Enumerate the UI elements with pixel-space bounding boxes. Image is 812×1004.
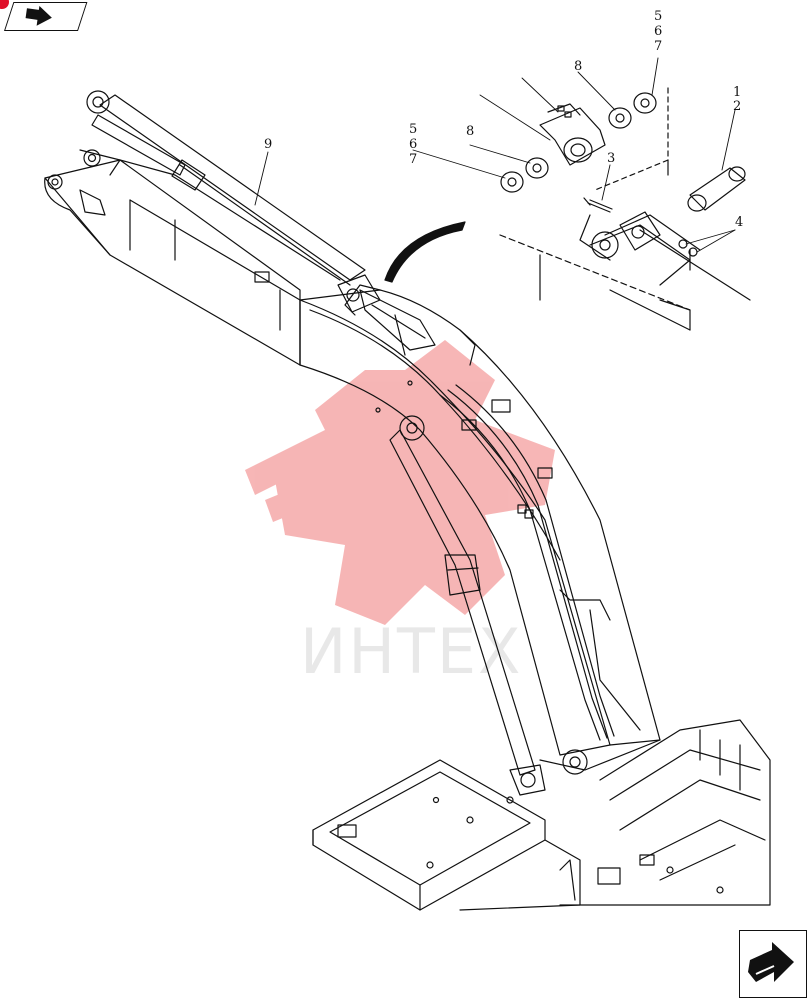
callout-6-upper: 6 bbox=[654, 24, 662, 39]
boom bbox=[299, 284, 661, 775]
next-page-arrow-icon bbox=[748, 942, 794, 982]
detail-view bbox=[499, 87, 751, 331]
callout-6-lower: 6 bbox=[409, 137, 417, 152]
watermark: ИНТЕХ bbox=[245, 340, 555, 688]
arm bbox=[44, 149, 341, 366]
detail-pointer-arrow bbox=[384, 221, 466, 283]
leader-lines bbox=[254, 57, 736, 253]
bushing-part bbox=[539, 103, 606, 166]
watermark-gear-icon bbox=[245, 340, 555, 625]
arm-cylinder bbox=[86, 90, 381, 313]
callout-4: 4 bbox=[735, 215, 743, 230]
callout-9: 9 bbox=[264, 137, 272, 152]
callout-1: 1 bbox=[733, 85, 741, 100]
upper-frame bbox=[312, 719, 771, 911]
shim-8-lower bbox=[525, 157, 549, 179]
callout-8-upper: 8 bbox=[574, 59, 582, 74]
callout-5-upper: 5 bbox=[654, 9, 662, 24]
pin-part bbox=[687, 166, 746, 212]
shim-8-upper bbox=[608, 107, 632, 129]
boom-cylinder bbox=[389, 415, 546, 796]
boom-top-linkage bbox=[359, 289, 436, 356]
washer-567-upper bbox=[633, 92, 657, 114]
callout-8-lower: 8 bbox=[466, 124, 474, 139]
watermark-text: ИНТЕХ bbox=[300, 615, 523, 688]
washer-567-lower bbox=[500, 171, 524, 193]
callout-2: 2 bbox=[733, 99, 741, 114]
callout-7-lower: 7 bbox=[409, 152, 417, 167]
callout-7-upper: 7 bbox=[654, 39, 662, 54]
previous-page-arrow-icon bbox=[25, 6, 52, 26]
bolt-part bbox=[583, 197, 613, 213]
callout-3: 3 bbox=[607, 151, 615, 166]
callout-labels: 9 1 2 3 4 5 6 7 8 5 6 7 8 bbox=[264, 9, 743, 230]
callout-5-lower: 5 bbox=[409, 122, 417, 137]
corner-badge bbox=[0, 0, 9, 9]
